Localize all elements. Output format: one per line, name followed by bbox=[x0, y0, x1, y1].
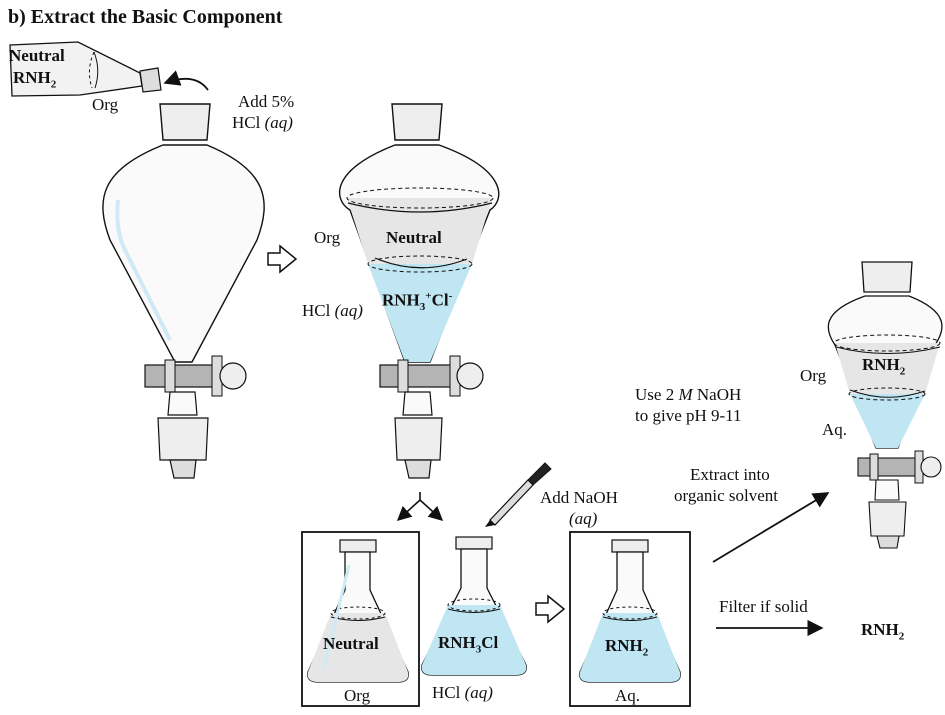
process-arrow bbox=[267, 244, 298, 274]
funnel2-neutral-label: Neutral bbox=[386, 228, 442, 247]
funnel2-salt-label: RNH3+Cl- bbox=[382, 290, 453, 314]
extract-note-line2: organic solvent bbox=[674, 486, 779, 505]
salt-flask-label: HCl (aq) bbox=[432, 683, 493, 702]
top-flask-org-label: Org bbox=[92, 95, 119, 114]
funnel3-product-label: RNH2 bbox=[862, 355, 906, 378]
separatory-funnel-empty bbox=[102, 103, 265, 479]
funnel3-aq-label: Aq. bbox=[822, 420, 848, 439]
top-flask-compound: RNH2 bbox=[13, 68, 57, 91]
filter-note: Filter if solid bbox=[719, 597, 808, 616]
process-arrow-2 bbox=[535, 594, 566, 624]
split-arrow-left bbox=[396, 492, 421, 521]
add-naoh-line2: (aq) bbox=[569, 509, 598, 528]
pouring-flask bbox=[9, 41, 162, 97]
naoh-note-line2: to give pH 9-11 bbox=[635, 406, 742, 425]
section-title: b) Extract the Basic Component bbox=[8, 6, 283, 28]
dropper bbox=[485, 462, 552, 527]
separatory-funnel-product bbox=[827, 261, 943, 549]
org-flask-label: Org bbox=[344, 686, 371, 705]
split-arrow-right bbox=[419, 499, 444, 521]
extract-note-line1: Extract into bbox=[690, 465, 770, 484]
salt-flask-content: RNH3Cl bbox=[438, 633, 499, 656]
aq-flask-content: RNH2 bbox=[605, 636, 649, 659]
top-flask-neutral: Neutral bbox=[9, 46, 65, 65]
add-hcl-line2: HCl (aq) bbox=[232, 113, 293, 132]
add-naoh-line1: Add NaOH bbox=[540, 488, 618, 507]
aq-flask-label: Aq. bbox=[615, 686, 641, 705]
org-flask-content: Neutral bbox=[323, 634, 379, 653]
extract-arrow bbox=[712, 492, 830, 563]
add-hcl-line1: Add 5% bbox=[238, 92, 295, 111]
org-flask-box bbox=[301, 531, 420, 707]
funnel2-aq-label: HCl (aq) bbox=[302, 301, 363, 320]
pour-arrow bbox=[163, 70, 209, 91]
funnel3-org-label: Org bbox=[800, 366, 827, 385]
erlenmeyer-salt bbox=[421, 536, 527, 676]
aq-flask-box bbox=[569, 531, 691, 707]
final-product: RNH2 bbox=[861, 620, 905, 643]
funnel2-org-label: Org bbox=[314, 228, 341, 247]
erlenmeyer-aq bbox=[579, 539, 681, 683]
naoh-note-line1: Use 2 M NaOH bbox=[635, 385, 742, 404]
erlenmeyer-org bbox=[307, 539, 409, 683]
separatory-funnel-layers bbox=[338, 103, 500, 479]
